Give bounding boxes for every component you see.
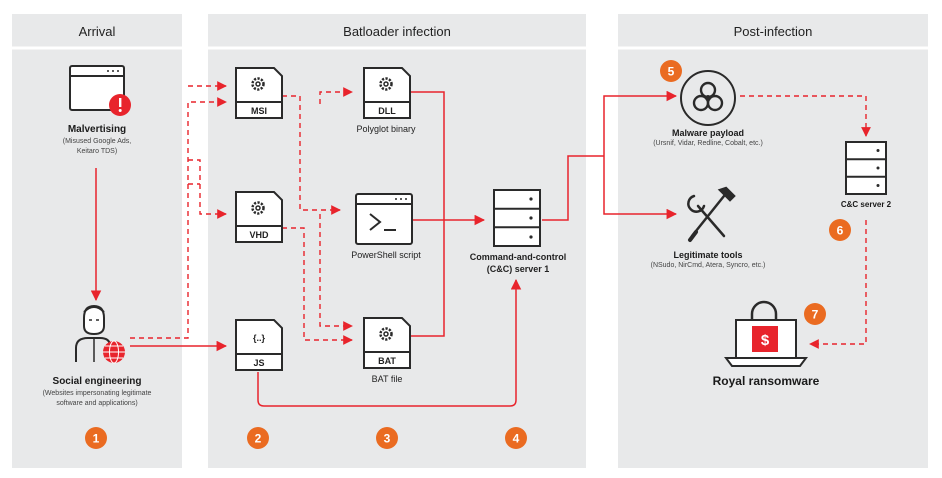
step-badge-2: 2: [247, 427, 269, 449]
arrow-bat-to-cc1: [410, 222, 445, 337]
svg-text:4: 4: [513, 432, 520, 446]
laptop-lock-icon: $: [724, 300, 808, 367]
msi-file-icon: MSI: [235, 67, 283, 119]
panel-title-arrival: Arrival: [78, 24, 116, 39]
arrow-msi-to-dll-top: [319, 87, 353, 104]
malware-title: Malware payload: [671, 128, 745, 138]
legit-title: Legitimate tools: [673, 250, 743, 260]
step-badge-4: 4: [505, 427, 527, 449]
arrow-dll-to-cc1: [410, 91, 445, 222]
panel-title-post-infection: Post-infection: [733, 24, 813, 39]
bat-label: BAT file: [371, 374, 403, 384]
arrow-to-vhd-1: [188, 159, 227, 219]
malware-sub: (Ursnif, Vidar, Redline, Cobalt, etc.): [653, 140, 763, 147]
arrow-malware-to-cc2: [740, 95, 871, 137]
powershell-label: PowerShell script: [351, 250, 421, 260]
panel-post-infection: [618, 14, 928, 468]
dll-file-icon: DLL: [363, 67, 411, 119]
js-glyph: {..}: [253, 333, 266, 343]
browser-alert-icon: [69, 65, 131, 116]
vhd-tag: VHD: [249, 230, 269, 240]
arrow-vhd-to-bat: [282, 227, 353, 345]
wrench-screwdriver-icon: [687, 186, 736, 242]
step-badge-5: 5: [660, 60, 682, 82]
malvertising-sub-2: Keitaro TDS): [76, 148, 118, 155]
cc2-label: C&C server 2: [840, 200, 892, 209]
step-badge-6: 6: [829, 219, 851, 241]
person-globe-icon: [75, 304, 125, 364]
dollar-glyph: $: [761, 332, 770, 349]
dll-label: Polyglot binary: [356, 124, 416, 134]
server-icon: [845, 141, 887, 195]
arrow-cc1-to-post: [542, 155, 604, 221]
malvertising-sub-1: (Misused Google Ads,: [62, 138, 132, 145]
dll-tag: DLL: [378, 106, 396, 116]
js-tag: JS: [253, 358, 264, 368]
step-badge-1: 1: [85, 427, 107, 449]
biohazard-icon: [680, 70, 736, 126]
social-sub-1: (Websites impersonating legitimate: [42, 390, 152, 397]
cc1-label-line2: (C&C) server 1: [486, 264, 550, 274]
server-icon: [493, 189, 541, 247]
royal-label: Royal ransomware: [712, 374, 820, 388]
social-sub-2: software and applications): [56, 400, 138, 407]
svg-text:1: 1: [93, 432, 100, 446]
arrow-msi-to-dll: [282, 95, 341, 215]
arrow-to-malware: [603, 90, 678, 156]
terminal-window-icon: [355, 193, 413, 245]
svg-text:5: 5: [668, 65, 675, 79]
svg-text:3: 3: [384, 432, 391, 446]
svg-text:7: 7: [812, 308, 819, 322]
bat-tag: BAT: [378, 356, 396, 366]
cc1-label-line1: Command-and-control: [469, 252, 567, 262]
malvertising-title: Malvertising: [67, 124, 127, 135]
step-badge-7: 7: [804, 303, 826, 325]
legit-sub: (NSudo, NirCmd, Atera, Syncro, etc.): [650, 262, 766, 269]
panel-title-batloader: Batloader infection: [343, 24, 451, 39]
svg-text:6: 6: [837, 224, 844, 238]
vhd-file-icon: VHD: [235, 191, 283, 243]
svg-text:2: 2: [255, 432, 262, 446]
arrow-ps-to-bat: [319, 214, 353, 331]
arrow-js-to-cc1: [257, 278, 522, 407]
script-file-icon: {..} JS: [235, 319, 283, 371]
social-title: Social engineering: [52, 376, 142, 387]
step-badge-3: 3: [376, 427, 398, 449]
bat-file-icon: BAT: [363, 317, 411, 369]
arrow-to-legit: [603, 156, 678, 220]
arrow-social-to-msi: [130, 97, 227, 339]
msi-tag: MSI: [251, 106, 267, 116]
